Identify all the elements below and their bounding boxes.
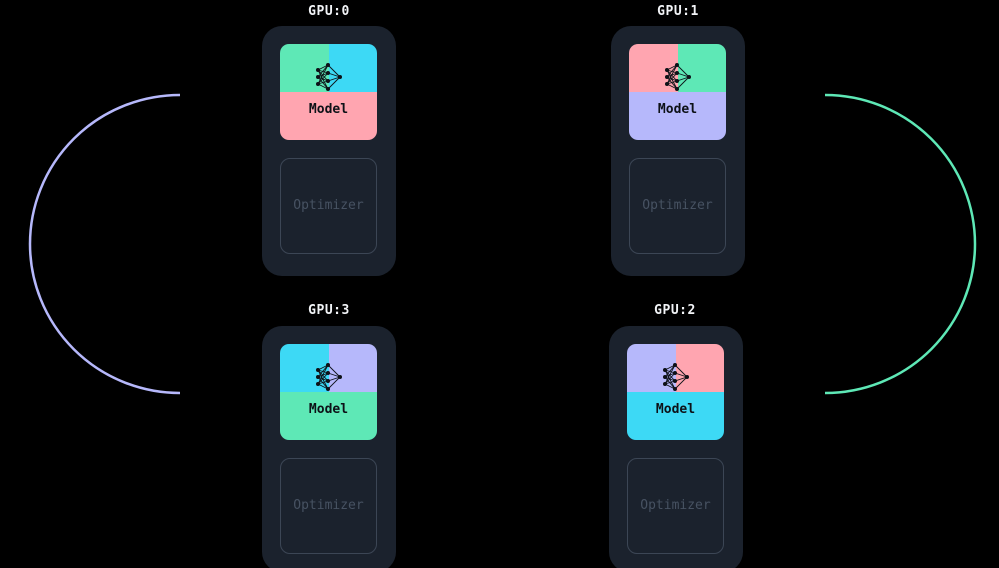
model-label: Model xyxy=(308,102,349,117)
model-label: Model xyxy=(657,102,698,117)
gpu-card-2: Model Optimizer xyxy=(609,326,743,568)
shard-quadrant xyxy=(629,44,678,92)
neural-network-icon xyxy=(316,363,342,391)
shard-quadrant xyxy=(627,392,724,440)
gpu-label-2: GPU:2 xyxy=(654,303,696,318)
optimizer-block-2: Optimizer xyxy=(627,458,724,554)
model-label: Model xyxy=(655,402,696,417)
neural-network-icon xyxy=(316,63,342,91)
model-block-2: Model xyxy=(627,344,724,440)
model-block-1: Model xyxy=(629,44,726,140)
optimizer-block-0: Optimizer xyxy=(280,158,377,254)
neural-network-icon xyxy=(665,63,691,91)
optimizer-label: Optimizer xyxy=(640,498,711,513)
ring-left-arc xyxy=(28,93,181,395)
optimizer-label: Optimizer xyxy=(293,498,364,513)
shard-quadrant xyxy=(675,344,724,392)
gpu-label-3: GPU:3 xyxy=(308,303,350,318)
model-block-3: Model xyxy=(280,344,377,440)
shard-quadrant xyxy=(328,344,377,392)
shard-quadrant xyxy=(280,44,329,92)
model-block-0: Model xyxy=(280,44,377,140)
optimizer-label: Optimizer xyxy=(293,198,364,213)
neural-network-icon xyxy=(663,363,689,391)
model-label: Model xyxy=(308,402,349,417)
shard-quadrant xyxy=(280,92,377,140)
ring-right-arc xyxy=(824,93,977,395)
gpu-card-1: Model Optimizer xyxy=(611,26,745,276)
shard-quadrant xyxy=(677,44,726,92)
shard-quadrant xyxy=(328,44,377,92)
shard-quadrant xyxy=(280,344,329,392)
gpu-label-1: GPU:1 xyxy=(657,4,699,19)
gpu-card-0: Model Optimizer xyxy=(262,26,396,276)
optimizer-block-3: Optimizer xyxy=(280,458,377,554)
optimizer-label: Optimizer xyxy=(642,198,713,213)
optimizer-block-1: Optimizer xyxy=(629,158,726,254)
gpu-card-3: Model Optimizer xyxy=(262,326,396,568)
gpu-label-0: GPU:0 xyxy=(308,4,350,19)
shard-quadrant xyxy=(280,392,377,440)
shard-quadrant xyxy=(627,344,676,392)
shard-quadrant xyxy=(629,92,726,140)
